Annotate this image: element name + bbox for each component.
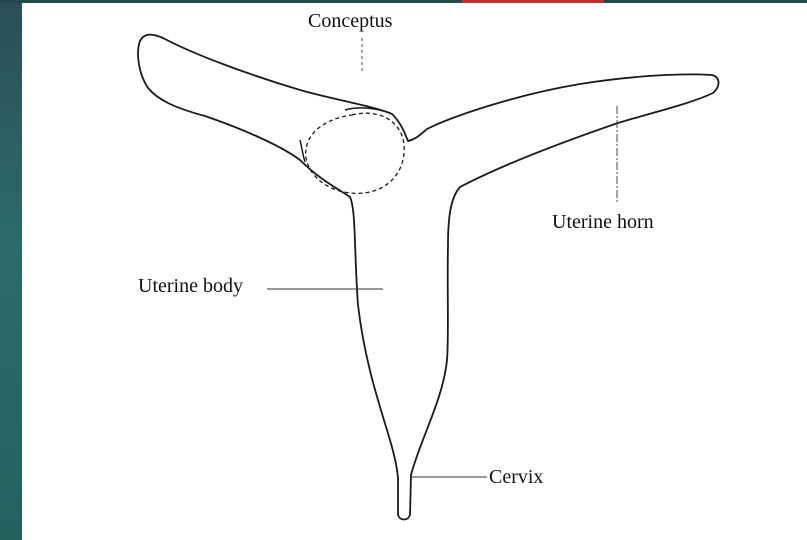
left-horn-contour <box>300 140 305 162</box>
uterine-horn-label: Uterine horn <box>552 211 654 233</box>
cervix-label: Cervix <box>489 466 543 488</box>
uterine-body-label: Uterine body <box>138 275 243 297</box>
left-horn-upper-contour <box>345 108 390 113</box>
conceptus-label: Conceptus <box>308 10 393 32</box>
conceptus-outline <box>306 113 404 193</box>
